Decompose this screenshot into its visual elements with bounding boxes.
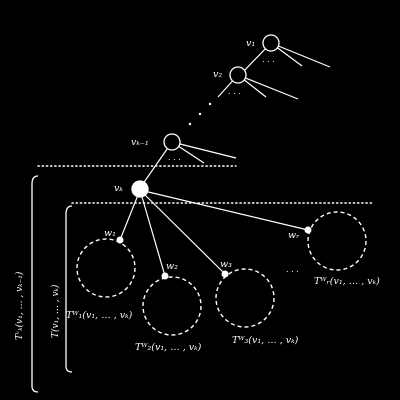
label-T-wr: Tᵂᵣ(v₁, … , vₖ) [314, 276, 380, 287]
label-bracket-outer: Tᵛₖ(v₁, … , vₖ₋₁) [14, 271, 25, 340]
edge-v2-fan [237, 74, 299, 100]
node-v2 [229, 66, 247, 84]
edge-vk1-fan [171, 141, 237, 159]
label-bracket-inner: T(v₁, … , vₖ) [50, 284, 61, 338]
edge-vk1-vk [139, 141, 173, 189]
path-dot [198, 112, 202, 116]
ellipsis-between-subtrees: . . . [286, 265, 299, 274]
label-T-w1: Tᵂ₁(v₁, … , vₖ) [66, 310, 133, 321]
edge-vk-w2 [139, 189, 166, 277]
node-w3 [221, 270, 229, 278]
subtree-w2 [142, 276, 202, 336]
label-wr: wᵣ [288, 230, 300, 241]
edge-vk-wr [139, 189, 309, 231]
node-v1 [262, 34, 280, 52]
bracket-outer [31, 175, 39, 393]
fan-vk-minus-1 [171, 141, 237, 164]
label-vk-minus-1: vₖ₋₁ [131, 137, 149, 148]
subtree-w1 [76, 238, 136, 298]
ellipsis-under-v2: . . . [228, 87, 241, 96]
node-w2 [161, 272, 169, 280]
path-dot [208, 102, 212, 106]
label-T-w3: Tᵂ₃(v₁, … , vₖ) [232, 335, 299, 346]
label-vk: vₖ [114, 183, 123, 194]
label-T-w2: Tᵂ₂(v₁, … , vₖ) [135, 342, 202, 353]
label-v1: v₁ [246, 38, 255, 49]
path-ellipsis [188, 102, 212, 126]
subtree-w3 [215, 268, 275, 328]
fan-v2 [237, 74, 299, 100]
edge-vk-w3 [139, 189, 226, 275]
vk-child-edges [119, 189, 309, 277]
node-vk [131, 180, 149, 198]
node-wr [304, 226, 312, 234]
label-w3: w₃ [220, 259, 232, 270]
node-w1 [116, 236, 124, 244]
bracket-inner [65, 205, 73, 373]
edge-vk-w1 [119, 189, 141, 241]
child-nodes [116, 226, 312, 280]
edge-v1-fan [270, 42, 331, 68]
fan-v1 [270, 42, 331, 68]
path-dot [188, 122, 192, 126]
subtrees [76, 211, 367, 336]
label-w1: w₁ [104, 228, 116, 239]
label-v2: v₂ [213, 69, 222, 80]
ellipsis-under-v1: . . . [262, 55, 275, 64]
ellipsis-under-vk-minus-1: . . . [168, 153, 181, 162]
label-w2: w₂ [166, 261, 178, 272]
node-vk-minus-1 [163, 133, 181, 151]
subtree-wr [307, 211, 367, 271]
